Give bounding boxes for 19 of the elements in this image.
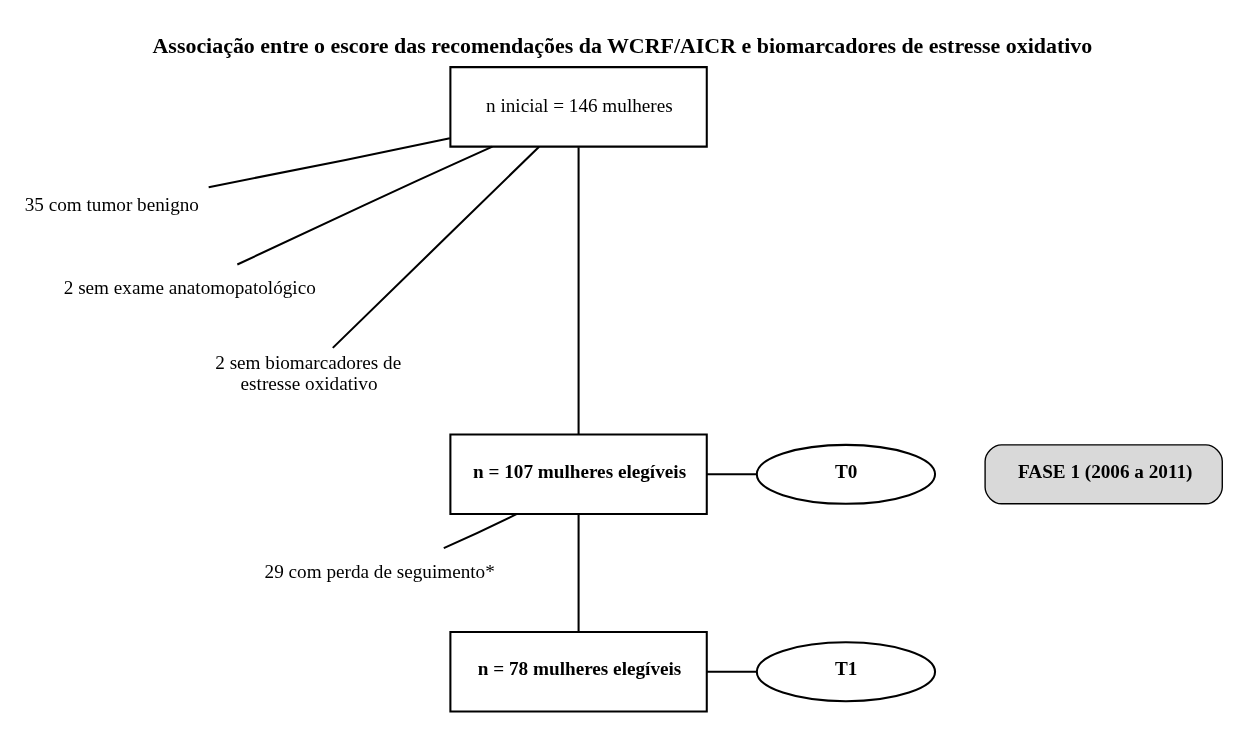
connector (577, 513, 580, 631)
connector (707, 670, 757, 673)
node-box: n inicial = 146 mulheres (449, 65, 708, 148)
connector (443, 512, 517, 549)
node-text: 2 sem biomarcadores de estresse oxidativo (215, 351, 402, 394)
node-box: n = 107 mulheres elegíveis (449, 433, 708, 515)
connector (236, 145, 493, 265)
diagram-title: Associação entre o escore das recomendações da WCRF/AICR e biomarcadores de estresse oxidativo (152, 32, 1093, 58)
node-box: FASE 1 (2006 a 2011) (984, 443, 1223, 504)
connector (577, 146, 580, 434)
node-text: 29 com perda de seguimento* (264, 560, 495, 582)
connector (707, 472, 757, 475)
node-text: 2 sem exame anatomopatológico (63, 276, 316, 298)
connector (208, 136, 451, 188)
node-ellipse: T1 (755, 640, 937, 702)
node-ellipse: T0 (755, 443, 937, 505)
node-text: 35 com tumor benigno (24, 193, 199, 215)
node-box: n = 78 mulheres elegíveis (449, 630, 708, 713)
connector (332, 145, 540, 349)
